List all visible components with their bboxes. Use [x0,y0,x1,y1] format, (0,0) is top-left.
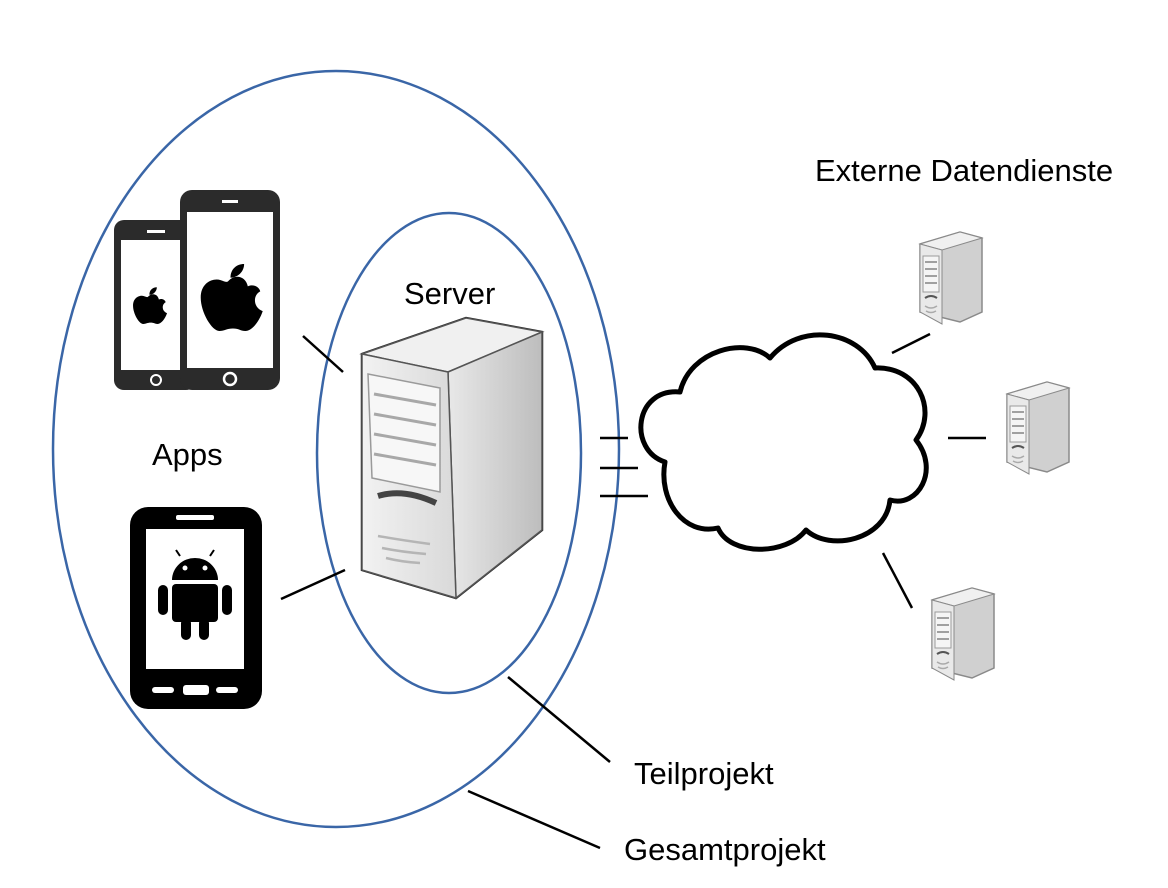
ios-phone-small-icon [114,220,196,390]
label-teilprojekt: Teilprojekt [634,756,774,791]
cloud-icon [638,332,929,552]
teilprojekt-ellipse [315,211,583,695]
label-gesamtprojekt: Gesamtprojekt [624,832,826,867]
label-server: Server [404,276,495,311]
gesamtprojekt-ellipse [51,69,621,829]
external-server-icon-2 [1006,381,1070,475]
label-externe-datendienste: Externe Datendienste [815,153,1113,188]
label-apps: Apps [152,437,223,472]
android-phone-icon [130,507,262,709]
connector-lines [280,332,986,850]
external-server-icon-1 [919,231,983,325]
ios-phone-large-icon [180,190,280,390]
external-server-icon-3 [931,587,995,681]
server-tower-icon [359,316,545,600]
